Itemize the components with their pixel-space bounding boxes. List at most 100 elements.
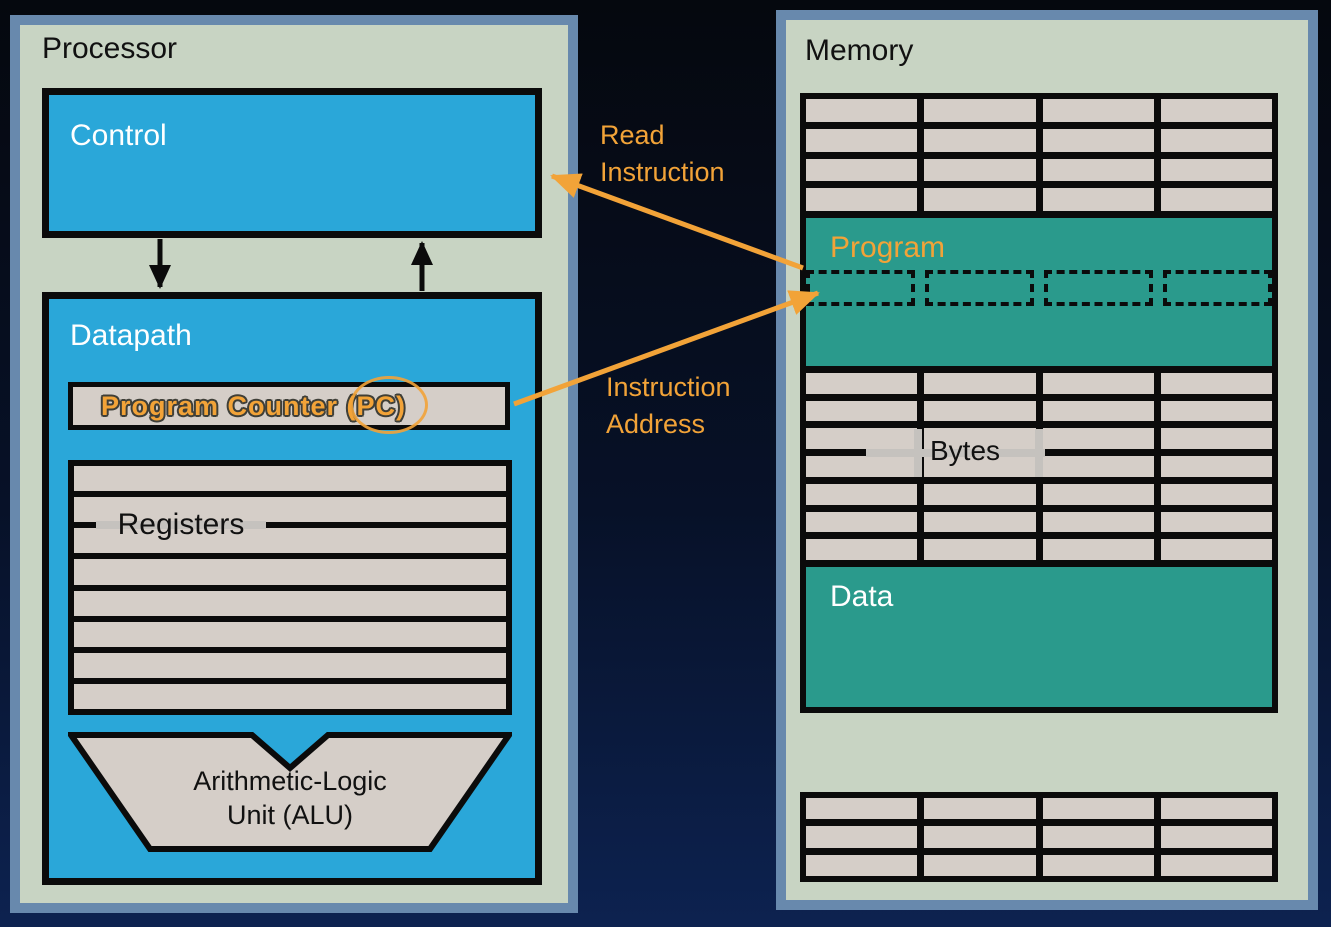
instruction-slot — [806, 270, 915, 306]
memory-cell — [1042, 456, 1154, 477]
memory-cell — [1042, 826, 1154, 848]
alu-label-line1: Arithmetic-Logic — [193, 766, 387, 796]
memory-cell — [1160, 483, 1272, 505]
alu-shape: Arithmetic-Logic Unit (ALU) — [65, 732, 515, 852]
memory-cell — [1160, 428, 1272, 450]
memory-cell — [806, 456, 918, 477]
datapath-label: Datapath — [70, 319, 192, 352]
register-row — [74, 621, 506, 647]
register-row — [74, 652, 506, 678]
bytes-divider-left — [914, 429, 922, 477]
alu-label: Arithmetic-Logic Unit (ALU) — [68, 764, 512, 832]
memory-cell — [1042, 483, 1154, 505]
memory-title: Memory — [805, 34, 914, 67]
memory-cell — [1160, 158, 1272, 182]
memory-cell — [806, 854, 918, 876]
memory-panel: Memory Program Data Bytes — [776, 10, 1318, 910]
memory-grid-middle — [806, 373, 1272, 560]
memory-cell — [1160, 99, 1272, 122]
memory-cell — [1160, 188, 1272, 211]
instruction-slot — [925, 270, 1034, 306]
memory-cell — [806, 511, 918, 533]
register-row — [74, 559, 506, 585]
memory-cell — [1160, 456, 1272, 477]
memory-cell — [924, 483, 1036, 505]
memory-grid-top — [806, 99, 1272, 211]
memory-cell — [924, 373, 1036, 394]
register-file-rows — [74, 466, 506, 709]
register-row — [74, 497, 506, 523]
alu-label-line2: Unit (ALU) — [226, 800, 354, 830]
program-region: Program — [806, 218, 1272, 366]
memory-cell — [1042, 400, 1154, 422]
memory-stack: Program Data Bytes — [800, 93, 1278, 713]
program-counter-box: Program Counter (PC) — [68, 376, 510, 434]
memory-cell — [924, 428, 1036, 450]
registers-box: Registers — [68, 460, 512, 715]
bytes-label: Bytes — [929, 435, 1001, 466]
memory-cell — [806, 373, 918, 394]
memory-cell — [1042, 158, 1154, 182]
memory-cell — [924, 400, 1036, 422]
memory-cell — [924, 456, 1036, 477]
memory-cell — [1160, 511, 1272, 533]
memory-cell — [806, 188, 918, 211]
memory-cell — [1042, 511, 1154, 533]
registers-label: Registers — [117, 508, 245, 541]
memory-cell — [1160, 798, 1272, 820]
memory-cell — [924, 539, 1036, 560]
control-label: Control — [70, 119, 167, 152]
instruction-address-label: Instruction Address — [606, 372, 731, 439]
memory-cell — [1160, 128, 1272, 152]
memory-cell — [1160, 373, 1272, 394]
register-row — [74, 590, 506, 616]
memory-cell — [924, 128, 1036, 152]
memory-grid-bottom — [800, 792, 1278, 882]
alu-trapezoid — [65, 732, 515, 852]
memory-cell — [1042, 428, 1154, 450]
memory-cell — [924, 511, 1036, 533]
datapath-box: Datapath Program Counter (PC) Registers … — [42, 292, 542, 885]
memory-cell — [1160, 826, 1272, 848]
read-instruction-label: Read Instruction — [600, 120, 725, 187]
register-row — [74, 683, 506, 709]
memory-cell — [924, 99, 1036, 122]
instruction-slot — [1044, 270, 1153, 306]
control-box: Control — [42, 88, 542, 238]
memory-cell — [806, 428, 918, 450]
memory-cell — [1042, 128, 1154, 152]
bytes-divider-right — [1035, 429, 1043, 477]
memory-cell — [1042, 539, 1154, 560]
memory-cell — [1042, 99, 1154, 122]
memory-cell — [806, 539, 918, 560]
memory-cell — [806, 826, 918, 848]
registers-label-strip — [96, 521, 266, 529]
data-label: Data — [830, 580, 894, 613]
program-label: Program — [830, 231, 946, 264]
data-region: Data — [806, 567, 1272, 707]
bytes-label-strip — [866, 449, 1045, 457]
instruction-slot-row — [806, 270, 1272, 306]
memory-cell — [924, 826, 1036, 848]
processor-panel: Processor Control Datapath Program Count… — [10, 15, 578, 913]
pc-highlight-ellipse — [350, 376, 428, 434]
register-row — [74, 528, 506, 554]
memory-cell — [806, 99, 918, 122]
memory-cell — [1042, 188, 1154, 211]
memory-cell — [806, 798, 918, 820]
memory-cell — [1042, 373, 1154, 394]
memory-cell — [924, 188, 1036, 211]
register-row — [74, 466, 506, 492]
memory-cell — [806, 483, 918, 505]
memory-cell — [1160, 854, 1272, 876]
memory-cell — [806, 158, 918, 182]
memory-cell — [806, 128, 918, 152]
memory-cell — [924, 798, 1036, 820]
memory-cell — [1042, 798, 1154, 820]
memory-cell — [1160, 539, 1272, 560]
memory-cell — [1042, 854, 1154, 876]
memory-cell — [924, 158, 1036, 182]
memory-cell — [924, 854, 1036, 876]
memory-cell — [806, 400, 918, 422]
